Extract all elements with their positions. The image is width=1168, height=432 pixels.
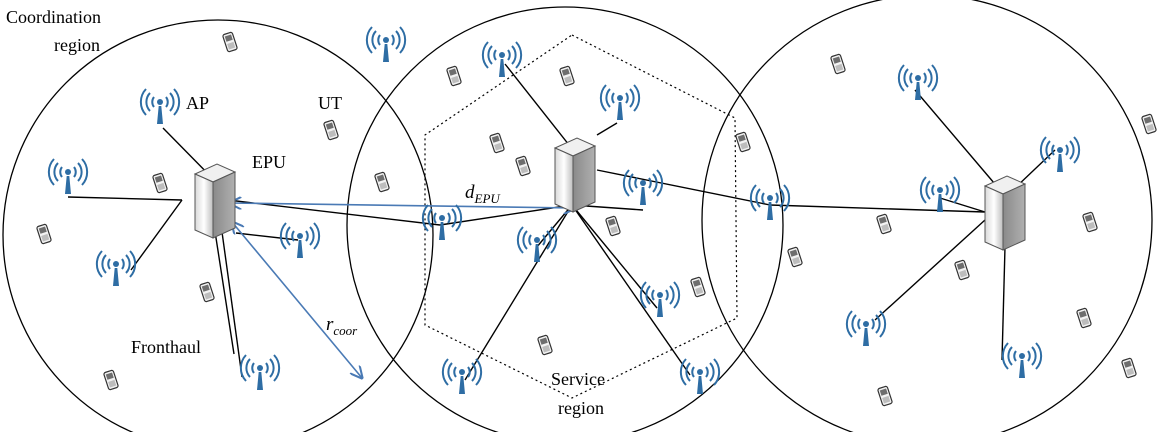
coordination-region-label-line1: Coordination bbox=[6, 7, 101, 27]
mobile-phone-icon bbox=[558, 65, 576, 87]
d-epu-label: dEPU bbox=[465, 182, 501, 206]
coordination-region-circle-left bbox=[2, 19, 434, 432]
mobile-phone-icon bbox=[734, 131, 752, 153]
antenna-icon bbox=[47, 158, 89, 195]
ut-label: UT bbox=[318, 93, 342, 113]
mobile-phone-icon bbox=[198, 281, 216, 303]
antenna-icon bbox=[897, 64, 939, 101]
mobile-phone-icon bbox=[604, 215, 622, 237]
antenna-icon bbox=[622, 169, 664, 206]
mobile-phone-icon bbox=[689, 276, 707, 298]
antenna-icon bbox=[919, 176, 961, 213]
mobile-phone-icon bbox=[151, 172, 169, 194]
mobile-phone-icon bbox=[373, 171, 391, 193]
service-region-label-line1: Service bbox=[551, 369, 605, 389]
mobile-phone-icon bbox=[1120, 357, 1138, 379]
server-icon bbox=[194, 163, 236, 239]
antenna-icon bbox=[481, 41, 523, 78]
mobile-phone-icon bbox=[221, 31, 239, 53]
mobile-phone-icon bbox=[102, 369, 120, 391]
mobile-phone-icon bbox=[1081, 211, 1099, 233]
service-region-label-line2: region bbox=[558, 398, 604, 418]
antenna-icon bbox=[279, 222, 321, 259]
antenna-icon bbox=[1001, 342, 1043, 379]
server-icon bbox=[554, 137, 596, 213]
antenna-icon bbox=[239, 354, 281, 391]
fronthaul-links-center bbox=[439, 63, 771, 381]
antenna-icon bbox=[139, 88, 181, 125]
antenna-icon bbox=[1039, 136, 1081, 173]
fronthaul-label: Fronthaul bbox=[131, 337, 201, 357]
mobile-phone-icon bbox=[488, 132, 506, 154]
antenna-icon bbox=[95, 250, 137, 287]
mobile-phone-icon bbox=[322, 119, 340, 141]
mobile-phone-icon bbox=[786, 246, 804, 268]
mobile-phone-icon bbox=[1140, 113, 1158, 135]
mobile-phone-icon bbox=[953, 259, 971, 281]
antenna-icon bbox=[421, 204, 463, 241]
antenna-icon bbox=[679, 358, 721, 395]
mobile-phone-icon bbox=[1075, 307, 1093, 329]
coordination-region-label-line2: region bbox=[54, 35, 100, 55]
mobile-phone-icon bbox=[875, 213, 893, 235]
ap-label: AP bbox=[186, 93, 209, 113]
mobile-phone-icon bbox=[536, 334, 554, 356]
mobile-phone-icon bbox=[876, 385, 894, 407]
mobile-phone-icon bbox=[829, 53, 847, 75]
r-coor-arrow bbox=[232, 222, 362, 378]
antenna-icon bbox=[599, 84, 641, 121]
service-region-hexagon bbox=[424, 34, 738, 399]
server-icon bbox=[984, 175, 1026, 251]
d-epu-arrow bbox=[230, 203, 575, 208]
antenna-icon bbox=[365, 26, 407, 63]
mobile-phone-icon bbox=[514, 155, 532, 177]
antenna-icon bbox=[516, 226, 558, 263]
mobile-phone-icon bbox=[445, 65, 463, 87]
coordination-region-circle-right bbox=[701, 0, 1153, 432]
mobile-phone-icon bbox=[35, 223, 53, 245]
r-coor-label: rcoor bbox=[326, 314, 358, 338]
epu-label: EPU bbox=[252, 152, 286, 172]
